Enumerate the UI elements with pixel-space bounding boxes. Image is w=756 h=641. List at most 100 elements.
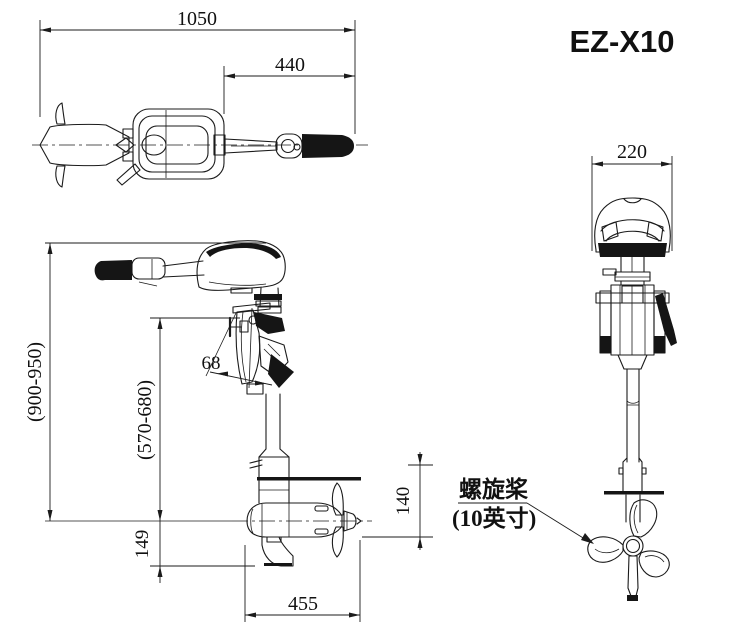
side-anticavitation-plate: [257, 477, 361, 481]
callout-arrowhead: [581, 533, 594, 544]
side-motor-pod: [246, 502, 343, 538]
front-tilt-lever: [655, 293, 677, 346]
side-pod-vent-lower: [314, 528, 329, 535]
front-prop-blade-left-edge: [594, 548, 620, 554]
front-prop-hub-inner: [625, 538, 641, 554]
dim-overall-length: 1050: [39, 8, 356, 134]
front-bracket-body: [610, 284, 655, 356]
front-tube-bolt-left: [618, 467, 624, 475]
front-skeg-foot: [627, 595, 638, 601]
propeller-callout: 螺旋桨 (10英寸): [452, 476, 594, 544]
front-prop-blade-bottom: [638, 550, 670, 578]
front-head-seam-lower: [605, 230, 660, 242]
top-lower-unit: [39, 123, 130, 167]
dim-plate-to-center: 140: [362, 452, 433, 550]
front-anticavitation-plate: [604, 491, 664, 495]
top-throttle-housing: [275, 133, 303, 159]
front-clamp-pad-right: [654, 336, 665, 353]
dim-label-tiller-length: 440: [275, 54, 305, 76]
front-head-vent-right: [646, 221, 664, 242]
dim-label-lower-unit-length: 455: [288, 593, 318, 615]
dim-tiller-length: 440: [223, 54, 355, 114]
front-head-vent-left: [601, 221, 619, 242]
side-tiller-grip: [94, 260, 132, 281]
top-prop-blade-upper: [55, 102, 66, 125]
propeller-label-line2: (10英寸): [452, 505, 536, 531]
top-swivel-pin: [115, 137, 135, 153]
side-head-latch: [230, 287, 253, 294]
front-bracket-taper: [617, 354, 648, 370]
front-head-handle-notch: [623, 198, 642, 204]
front-prop-blade-bottom-edge: [644, 555, 665, 563]
front-bracket-block: [621, 285, 644, 304]
dim-label-plate-to-center: 140: [393, 487, 414, 516]
side-neck-collar-lower: [255, 300, 282, 307]
side-tilt-lever: [268, 354, 294, 388]
top-throttle-dial: [280, 138, 296, 154]
side-view: (900-950) (570-680) 149 140: [24, 240, 433, 622]
front-prop-blade-top-edge: [633, 504, 639, 534]
side-bracket-plate-seam: [240, 311, 247, 383]
front-steering-collar: [614, 271, 651, 282]
front-skeg: [627, 555, 639, 597]
side-prop-blade-lower: [331, 526, 344, 558]
top-clamp-handle: [116, 163, 141, 186]
side-clamp-screw-boss: [239, 320, 249, 333]
side-throttle-housing: [131, 257, 166, 280]
dim-label-skeg-depth: 149: [132, 530, 153, 559]
side-skeg-shoe: [264, 563, 292, 566]
top-prop-blade-lower: [55, 165, 66, 188]
side-bracket-top-bar: [232, 302, 271, 314]
side-prop-blade-upper: [331, 482, 344, 516]
dim-label-bracket-offset: 68: [202, 353, 221, 374]
top-head-cover-outer: [132, 108, 225, 180]
dim-label-overall-length: 1050: [177, 8, 217, 30]
top-throttle-button: [293, 143, 301, 151]
dim-overall-height: (900-950): [24, 242, 266, 521]
dim-shaft-length: (570-680): [134, 317, 240, 521]
side-throttle-trim: [138, 281, 158, 287]
front-lower-tube: [622, 457, 643, 493]
side-shaft-axis-line: [248, 307, 253, 389]
front-head-seam-upper: [600, 219, 665, 232]
side-prop-hub: [343, 510, 357, 532]
side-head-cover: [196, 240, 286, 291]
dim-bracket-offset: 68: [202, 353, 273, 386]
side-mech-hatch-2: [267, 343, 281, 357]
front-prop-blade-top: [629, 499, 658, 538]
dim-label-head-width: 220: [617, 141, 647, 163]
side-pod-nose-seam: [250, 508, 254, 534]
side-tiller-arm-top: [162, 260, 204, 267]
model-title: EZ-X10: [569, 24, 674, 59]
side-depth-mark-2: [249, 464, 263, 469]
dim-label-overall-height: (900-950): [24, 342, 46, 422]
side-prop-nut: [356, 517, 362, 525]
front-head-cover: [594, 197, 671, 253]
dim-head-width: 220: [591, 141, 673, 251]
top-head-cover-inner: [138, 115, 216, 173]
side-head-seam: [208, 281, 267, 286]
side-skeg: [261, 536, 294, 567]
propeller-label-line1: 螺旋桨: [459, 476, 529, 502]
top-view: 1050 440: [32, 8, 368, 188]
side-swivel-block: [254, 312, 285, 334]
top-tiller-arm: [224, 138, 278, 154]
top-head-panel: [145, 125, 209, 165]
side-head-cover-top-band: [206, 243, 281, 259]
dim-label-shaft-length: (570-680): [134, 380, 156, 460]
front-tube-bolt-right: [641, 467, 647, 475]
front-shaft-joint: [626, 400, 640, 406]
side-depth-mark-1: [249, 459, 263, 464]
front-head-grille-band: [598, 243, 667, 257]
front-view: 220 螺旋桨 (10英寸): [452, 141, 677, 601]
dim-lower-unit-length: 455: [244, 540, 361, 622]
front-prop-blade-left: [587, 536, 624, 563]
dim-skeg-depth: 149: [132, 521, 255, 583]
side-neck-collar-upper: [254, 294, 282, 300]
front-collar-knob: [602, 268, 617, 276]
side-tiller-arm-bottom: [162, 274, 205, 278]
callout-leader-line: [526, 502, 589, 542]
side-pod-vent-upper: [314, 505, 329, 512]
